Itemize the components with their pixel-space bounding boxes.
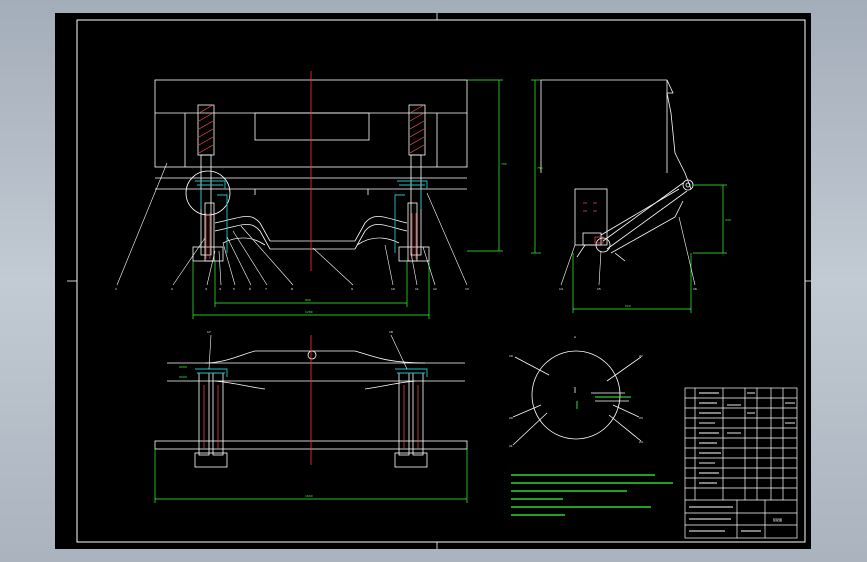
svg-text:10: 10	[391, 287, 395, 291]
svg-text:17: 17	[207, 330, 211, 334]
detail-view-a	[512, 350, 642, 446]
plan-hydraulics	[195, 368, 428, 377]
svg-text:12: 12	[433, 287, 437, 291]
plan-dimensions	[154, 366, 468, 503]
svg-text:23: 23	[639, 416, 643, 420]
svg-text:4: 4	[219, 287, 221, 291]
side-arm-dimension: 440	[725, 218, 731, 222]
detail-hydraulic	[576, 396, 631, 409]
front-dimensions	[192, 79, 503, 319]
drawing-title: 装配图	[773, 517, 782, 522]
svg-text:14: 14	[559, 287, 563, 291]
section-hatch-front	[198, 104, 425, 259]
svg-text:9: 9	[351, 287, 353, 291]
svg-text:22: 22	[639, 354, 643, 358]
side-view	[540, 79, 694, 262]
svg-text:20: 20	[509, 416, 513, 420]
side-height-dimension: 755	[537, 166, 543, 170]
svg-text:1: 1	[115, 287, 117, 291]
svg-text:6: 6	[249, 287, 251, 291]
cad-drawing: 795 830 1280 1 2 3 4 5 6 7 8 9 10 11 12 …	[67, 13, 811, 549]
svg-text:2: 2	[171, 287, 173, 291]
side-hatch	[583, 202, 604, 244]
svg-text:11: 11	[415, 287, 419, 291]
svg-text:15: 15	[597, 287, 601, 291]
title-block-fill-text	[689, 392, 795, 532]
detail-view-label: A	[574, 335, 577, 339]
front-inner-span-dimension: 830	[305, 298, 311, 302]
svg-text:18: 18	[389, 330, 393, 334]
svg-text:13: 13	[465, 287, 469, 291]
drawing-frame	[76, 19, 806, 543]
plan-hatch	[203, 385, 419, 449]
side-base-dimension: 520	[625, 304, 631, 308]
plan-balloons: 17 18	[207, 330, 393, 334]
front-balloons: 1 2 3 4 5 6 7 8 9 10 11 12 13	[115, 287, 469, 291]
hydraulic-lines-front	[195, 180, 428, 253]
svg-text:3: 3	[205, 287, 207, 291]
side-leaders	[560, 216, 696, 286]
svg-text:21: 21	[509, 444, 513, 448]
svg-text:16: 16	[693, 287, 697, 291]
drawing-sheet: 795 830 1280 1 2 3 4 5 6 7 8 9 10 11 12 …	[55, 13, 811, 549]
plan-leaders	[208, 334, 408, 370]
detail-balloons: 19 20 21 22 23 24	[509, 354, 643, 448]
side-mount-plate	[574, 188, 608, 246]
front-leaders	[116, 162, 468, 286]
frame-centering-marks	[67, 13, 811, 549]
svg-text:8: 8	[291, 287, 293, 291]
title-block	[684, 387, 798, 539]
plan-length-dimension: 1600	[305, 494, 313, 498]
svg-text:7: 7	[265, 287, 267, 291]
svg-text:5: 5	[233, 287, 235, 291]
front-height-dimension: 795	[501, 162, 507, 166]
side-balloons: 14 15 16	[559, 287, 697, 291]
svg-text:19: 19	[509, 354, 513, 358]
svg-text:24: 24	[639, 440, 643, 444]
technical-notes	[511, 474, 673, 516]
side-dimensions	[531, 79, 727, 313]
front-outer-span-dimension: 1280	[305, 310, 313, 314]
